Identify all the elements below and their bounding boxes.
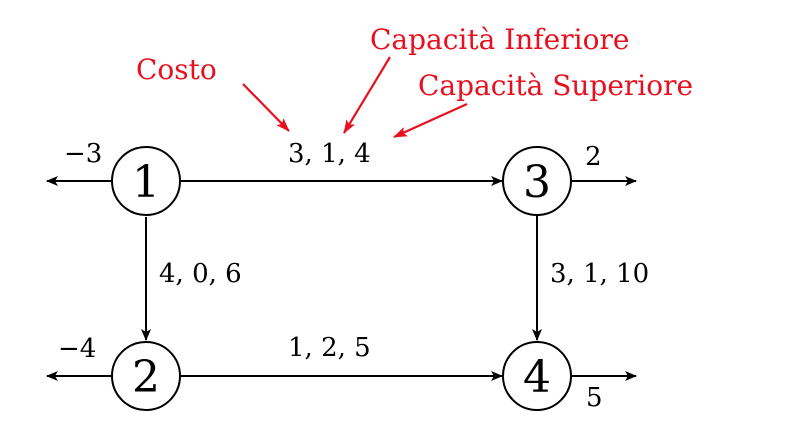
node-2-label: 2 bbox=[132, 352, 160, 403]
edge-1-3-label: 3, 1, 4 bbox=[288, 139, 371, 169]
demand-label-node-3: 2 bbox=[585, 142, 602, 172]
edge-1-2-label: 4, 0, 6 bbox=[159, 259, 242, 289]
annotation-arrow-lower-capacity bbox=[343, 56, 391, 134]
annotation-arrow-cost bbox=[242, 83, 290, 132]
annotation-lower-capacity: Capacità Inferiore bbox=[370, 23, 629, 56]
node-2: 2 bbox=[111, 341, 181, 411]
annotation-arrow-upper-capacity bbox=[393, 102, 468, 139]
supply-label-node-2: −4 bbox=[58, 334, 96, 364]
annotation-cost: Costo bbox=[136, 53, 217, 86]
demand-label-node-4: 5 bbox=[586, 383, 603, 413]
annotation-upper-capacity: Capacità Superiore bbox=[418, 69, 693, 102]
node-4-label: 4 bbox=[523, 352, 551, 403]
supply-label-node-1: −3 bbox=[64, 139, 102, 169]
edge-3-4-label: 3, 1, 10 bbox=[550, 259, 649, 289]
node-1-label: 1 bbox=[132, 157, 160, 208]
node-4: 4 bbox=[502, 341, 572, 411]
node-3-label: 3 bbox=[523, 157, 551, 208]
node-1: 1 bbox=[111, 146, 181, 216]
node-3: 3 bbox=[502, 146, 572, 216]
edge-2-4-label: 1, 2, 5 bbox=[288, 333, 371, 363]
